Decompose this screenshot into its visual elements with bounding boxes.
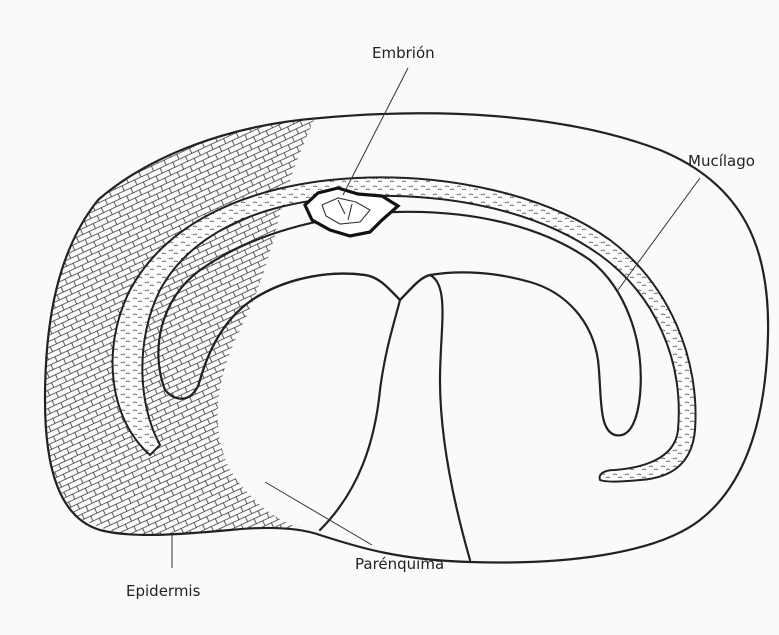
leader-embrion: [343, 68, 408, 195]
label-epidermis: Epidermis: [126, 582, 201, 600]
label-parenquima: Parénquima: [355, 555, 444, 573]
label-mucilago: Mucílago: [688, 152, 755, 170]
label-embrion: Embrión: [372, 44, 435, 62]
leader-mucilago: [618, 178, 700, 290]
inner-lobe-bottom-right: [400, 275, 470, 560]
cellular-tissue: [45, 118, 315, 536]
